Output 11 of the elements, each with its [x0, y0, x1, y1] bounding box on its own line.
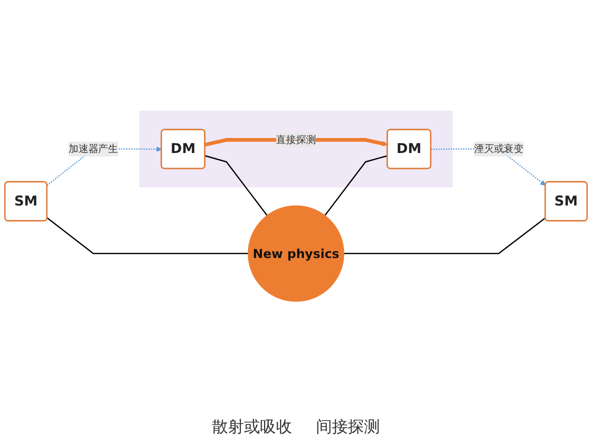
node-circle: New physics: [248, 206, 344, 302]
edge-label: 直接探测: [276, 134, 316, 146]
connector: [46, 218, 248, 254]
connector: [324, 155, 388, 216]
note-text: 间接探测: [316, 417, 380, 438]
connector: [204, 155, 268, 216]
cluster: [139, 110, 453, 188]
edge-label: 加速器产生: [68, 143, 118, 155]
edge-label: 湮灭或衰变: [474, 143, 524, 155]
connector: [344, 218, 546, 254]
note-text: 散射或吸收: [212, 417, 292, 438]
